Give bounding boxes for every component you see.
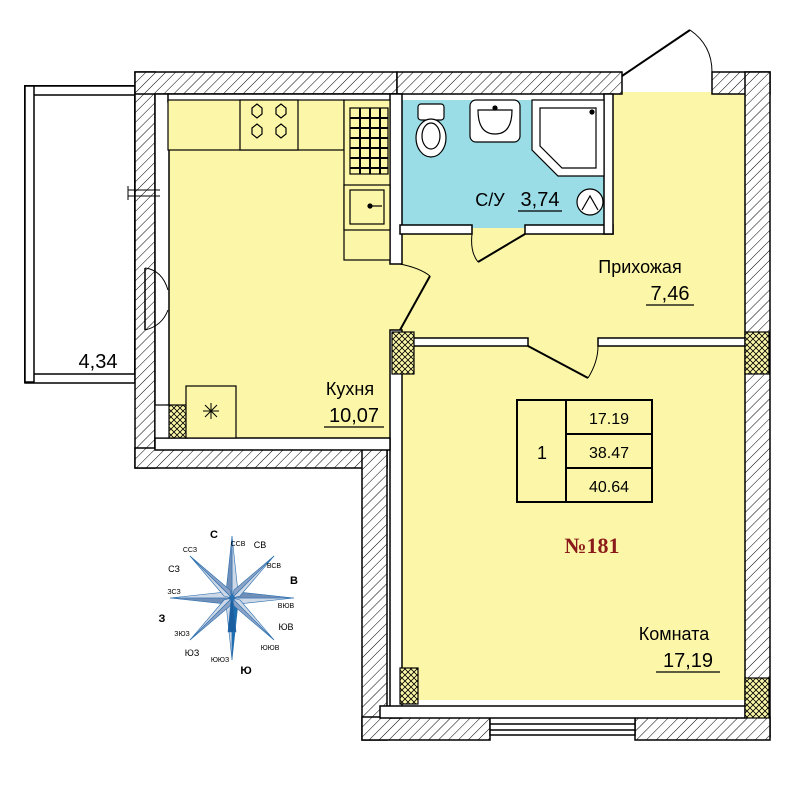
window-markers	[127, 186, 160, 200]
compass-nne: ССВ	[231, 541, 246, 548]
hallway-name: Прихожая	[598, 257, 681, 277]
apartment-number: №181	[564, 533, 619, 558]
compass-wnw: ЗСЗ	[167, 589, 180, 596]
compass-nw: СЗ	[168, 564, 180, 574]
compass-sw: ЮЗ	[185, 648, 200, 658]
compass-ene: ВСВ	[267, 563, 281, 570]
washbasin-icon	[469, 99, 521, 143]
stove-burners	[251, 103, 287, 139]
ventilation-grate-lines	[350, 108, 388, 174]
balcony	[24, 85, 136, 384]
compass-ese: ВЮВ	[278, 603, 295, 610]
toilet-icon	[415, 103, 447, 158]
compass-s: Ю	[240, 665, 251, 677]
entrance-door	[621, 29, 691, 77]
kitchen-sink	[343, 184, 391, 231]
compass-nnw: ССЗ	[183, 547, 197, 554]
kitchen-area: 10,07	[329, 405, 379, 427]
bathroom-area: 3,74	[521, 189, 560, 211]
interior-walls	[154, 93, 746, 719]
area-table	[516, 399, 653, 503]
compass-se: ЮВ	[278, 622, 293, 632]
compass-e: В	[290, 575, 298, 587]
living-floor	[400, 345, 745, 700]
compass-ne: СВ	[254, 540, 267, 550]
stove	[239, 99, 299, 151]
room-floors	[168, 92, 745, 700]
shower-icon	[531, 99, 605, 177]
compass-n: С	[210, 529, 218, 541]
bathroom-door	[477, 233, 526, 263]
area-with-balcony-value: 40.64	[589, 479, 629, 496]
compass-sse: ЮЮВ	[261, 645, 280, 652]
kitchen-name: Кухня	[326, 379, 374, 399]
hallway-floor-top	[610, 92, 745, 252]
balcony-area: 4,34	[79, 351, 118, 373]
kitchen-fixtures	[167, 99, 391, 439]
compass-wsw: ЗЮЗ	[174, 631, 190, 638]
fridge-asterisk-icon	[203, 403, 219, 419]
room-door	[527, 345, 589, 379]
area-total-value: 38.47	[589, 445, 629, 462]
bathroom-fixtures	[415, 99, 605, 216]
living-area: 17,19	[663, 650, 713, 672]
compass-rose-icon: С ССВ СВ ВСВ В ВЮВ ЮВ ЮЮВ Ю ЮЮЗ ЮЗ ЗЮЗ З…	[159, 529, 298, 677]
compass-w: З	[159, 613, 166, 625]
living-name: Комната	[639, 624, 710, 644]
compass-ssw: ЮЮЗ	[211, 657, 229, 664]
boiler-icon	[576, 188, 604, 216]
hallway-area: 7,46	[651, 283, 690, 305]
kitchen-door	[399, 275, 431, 331]
area-living-value: 17.19	[589, 411, 629, 428]
bathroom-name: С/У	[475, 190, 505, 210]
doors	[144, 29, 713, 379]
rooms-count: 1	[537, 443, 547, 463]
